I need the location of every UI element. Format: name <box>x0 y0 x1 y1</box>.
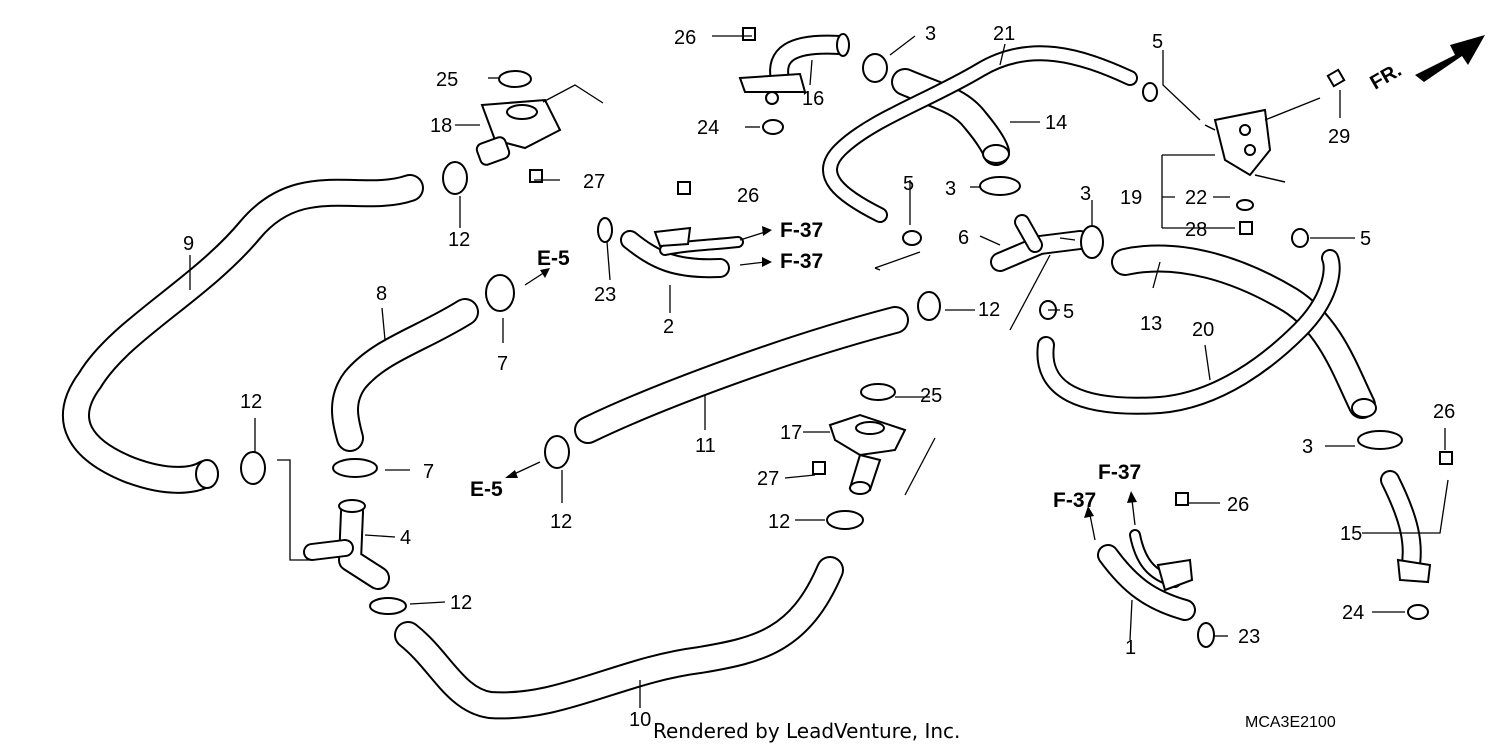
label-5a: 5 <box>1152 31 1163 53</box>
label-12c: 12 <box>450 592 472 614</box>
part-18 <box>475 98 562 166</box>
label-28: 28 <box>1185 219 1207 241</box>
pipe-15 <box>1380 470 1432 584</box>
part-17 <box>828 413 907 495</box>
part-6 <box>990 214 1090 272</box>
label-20: 20 <box>1192 319 1214 341</box>
ref-f37-a: F-37 <box>780 219 823 242</box>
hose-9 <box>61 174 424 494</box>
ref-f37-c: F-37 <box>1098 461 1141 484</box>
label-4: 4 <box>400 527 411 549</box>
label-3b: 3 <box>945 178 956 200</box>
label-2: 2 <box>663 316 674 338</box>
hose-21 <box>822 45 1138 223</box>
label-3a: 3 <box>925 23 936 45</box>
leader-lines <box>189 35 1449 708</box>
label-9: 9 <box>183 233 194 255</box>
label-19: 19 <box>1120 187 1142 209</box>
label-22: 22 <box>1185 187 1207 209</box>
label-7b: 7 <box>423 461 434 483</box>
direction-label: FR. <box>1367 59 1406 94</box>
label-12d: 12 <box>550 511 572 533</box>
label-10: 10 <box>629 709 651 731</box>
reference-arrows <box>505 226 1137 541</box>
label-24b: 24 <box>1342 602 1364 624</box>
ref-e5-top: E-5 <box>537 247 570 270</box>
part-1 <box>1097 529 1196 621</box>
label-14: 14 <box>1045 112 1067 134</box>
label-17: 17 <box>780 422 802 444</box>
label-1: 1 <box>1125 637 1136 659</box>
label-8: 8 <box>376 283 387 305</box>
label-25b: 25 <box>920 385 942 407</box>
part-19 <box>1204 108 1286 183</box>
part-2 <box>620 226 744 279</box>
label-29: 29 <box>1328 126 1350 148</box>
label-27b: 27 <box>757 468 779 490</box>
label-11: 11 <box>695 435 716 457</box>
label-12e: 12 <box>768 511 790 533</box>
label-3c: 3 <box>1080 183 1091 205</box>
label-5c: 5 <box>1360 228 1371 250</box>
label-23a: 23 <box>594 284 616 306</box>
part-4 <box>303 499 390 590</box>
pipe-16 <box>738 33 850 105</box>
label-21: 21 <box>993 23 1015 45</box>
label-16: 16 <box>802 88 824 110</box>
label-27a: 27 <box>583 171 605 193</box>
label-23b: 23 <box>1238 626 1260 648</box>
ref-f37-b: F-37 <box>780 250 823 273</box>
label-24a: 24 <box>697 117 719 139</box>
hose-13 <box>1111 244 1377 419</box>
label-5b: 5 <box>903 173 914 195</box>
label-18: 18 <box>430 115 452 137</box>
label-25a: 25 <box>436 69 458 91</box>
label-5d: 5 <box>1063 301 1074 323</box>
label-26d: 26 <box>1433 401 1455 423</box>
diagram-code: MCA3E2100 <box>1245 714 1336 731</box>
label-13: 13 <box>1140 313 1162 335</box>
hose-8 <box>331 298 479 452</box>
ref-e5-bottom: E-5 <box>470 478 503 501</box>
label-3d: 3 <box>1302 436 1313 458</box>
label-26a: 26 <box>674 27 696 49</box>
footer-credit: Rendered by LeadVenture, Inc. <box>653 719 960 743</box>
label-12a: 12 <box>448 229 470 251</box>
label-26c: 26 <box>1227 494 1249 516</box>
hose-20 <box>1036 249 1341 415</box>
ref-f37-d: F-37 <box>1053 489 1096 512</box>
hose-11 <box>574 306 909 444</box>
label-12b: 12 <box>240 391 262 413</box>
label-26b: 26 <box>737 185 759 207</box>
clamps <box>240 27 1453 648</box>
label-12f: 12 <box>978 299 1000 321</box>
hose-10 <box>394 556 844 720</box>
label-7a: 7 <box>497 353 508 375</box>
label-6: 6 <box>958 227 969 249</box>
front-arrow-icon <box>1415 35 1485 82</box>
label-15: 15 <box>1340 523 1362 545</box>
